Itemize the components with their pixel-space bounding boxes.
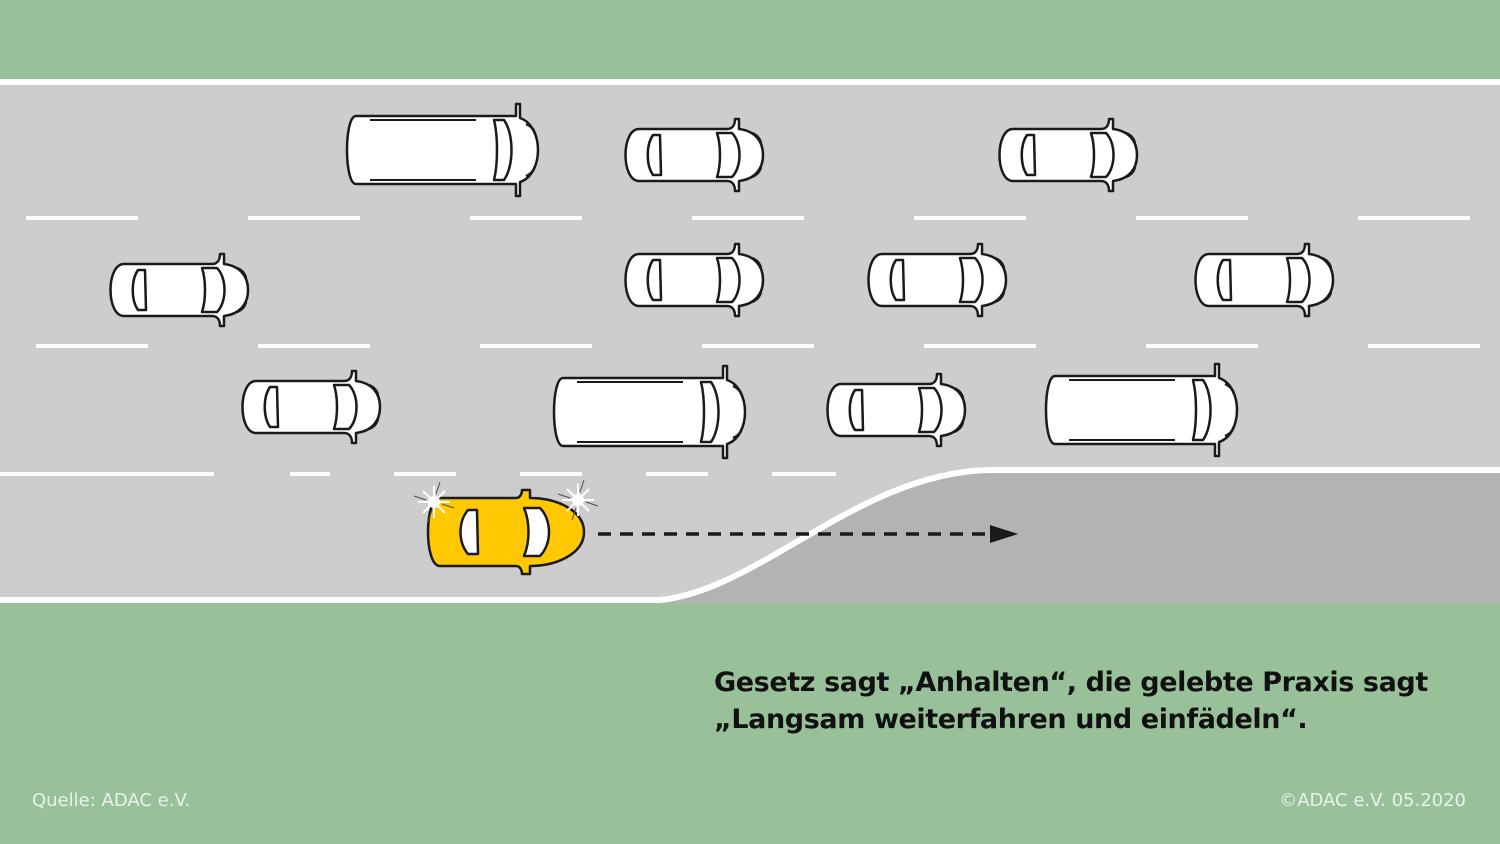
yellow-car-body <box>426 488 586 576</box>
car-lane3-3 <box>826 372 967 448</box>
car-lane3-1 <box>241 369 382 445</box>
car-lane1-2 <box>624 117 765 193</box>
caption-line-2: „Langsam weiterfahren und einfädeln“. <box>714 704 1308 735</box>
van-lane1-1 <box>345 102 540 198</box>
shoulder-edge-line <box>0 467 1500 603</box>
caption-line-1: Gesetz sagt „Anhalten“, die gelebte Prax… <box>714 667 1428 698</box>
car-lane2-2 <box>624 242 765 318</box>
car-lane2-4 <box>1194 242 1335 318</box>
car-lane2-1 <box>109 252 250 328</box>
yellow-car-windshield <box>522 506 551 558</box>
car-lane2-3 <box>867 242 1008 318</box>
van-lane3-4 <box>1044 362 1239 458</box>
dashed-arrow-right-icon <box>598 525 1018 543</box>
lane-markings <box>0 216 1480 476</box>
yellow-car-rear-window <box>459 508 480 556</box>
caption-text: Gesetz sagt „Anhalten“, die gelebte Prax… <box>714 664 1474 738</box>
van-lane3-2 <box>552 364 747 460</box>
source-label: Quelle: ADAC e.V. <box>32 790 191 811</box>
yellow-car-hazard <box>426 488 586 576</box>
copyright-label: ©ADAC e.V. 05.2020 <box>1279 790 1466 811</box>
car-lane1-3 <box>998 117 1139 193</box>
